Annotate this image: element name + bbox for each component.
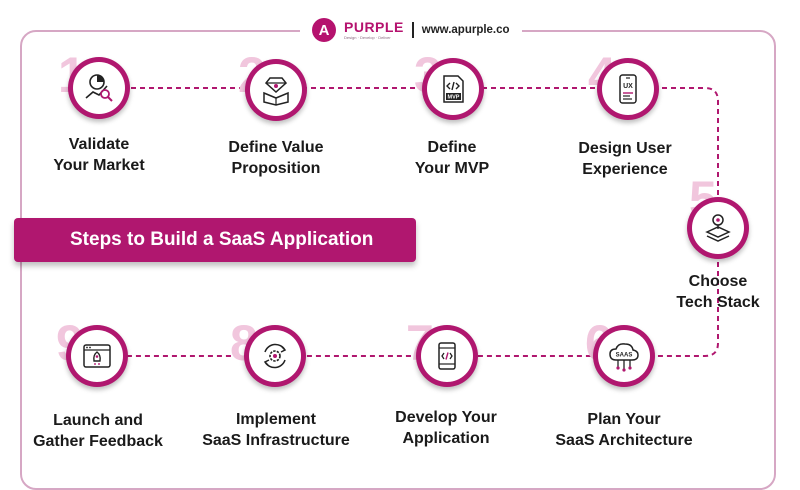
step-2-label-line1: Define Value — [228, 139, 324, 156]
step-9-label: Launch and Gather Feedback — [8, 410, 188, 452]
brand-header: A PURPLE Design · Develop · Deliver www.… — [300, 14, 522, 46]
step-4-label-line1: Design User — [578, 140, 672, 157]
step-5-label: Choose Tech Stack — [628, 271, 800, 313]
step-6-label-line1: Plan Your — [587, 411, 661, 428]
step-4-label-line2: Experience — [582, 161, 668, 178]
step-2-label-line2: Proposition — [231, 160, 321, 177]
title-banner: Steps to Build a SaaS Application — [14, 218, 416, 262]
step-5-label-line1: Choose — [688, 273, 748, 290]
step-9-label-line1: Launch and — [53, 412, 143, 429]
diamond-box-icon — [263, 77, 289, 106]
mvp-icon-text: MVP — [448, 95, 460, 101]
header-divider — [411, 22, 414, 38]
brand-logo-text: PURPLE Design · Develop · Deliver — [344, 20, 404, 40]
step-3-label-line1: Define — [427, 139, 477, 156]
step-7-badge — [416, 325, 478, 387]
step-4-label: Design User Experience — [535, 138, 715, 180]
step-3-label-line2: Your MVP — [414, 160, 490, 177]
brand-tagline: Design · Develop · Deliver — [344, 35, 391, 40]
step-9-badge — [66, 325, 128, 387]
page-title: Steps to Build a SaaS Application — [70, 229, 374, 250]
step-9-label-line2: Gather Feedback — [33, 433, 163, 450]
brand-logo-icon: A — [312, 18, 336, 42]
step-4-badge: UX — [597, 58, 659, 120]
market-analysis-icon — [85, 74, 113, 102]
step-3-label: Define Your MVP — [362, 137, 542, 179]
step-8-badge — [244, 325, 306, 387]
step-7-label-line2: Application — [402, 430, 490, 447]
step-1-label-line1: Validate — [68, 136, 130, 153]
step-6-badge: SAAS — [593, 325, 655, 387]
gear-cycle-icon — [263, 343, 287, 369]
step-6-label: Plan Your SaaS Architecture — [534, 409, 714, 451]
step-7-label: Develop Your Application — [356, 407, 536, 449]
ux-icon-text: UX — [623, 83, 633, 90]
code-device-icon — [438, 342, 456, 370]
step-2-label: Define Value Proposition — [186, 137, 366, 179]
brand-url[interactable]: www.apurple.co — [421, 24, 510, 36]
step-5-badge — [687, 197, 749, 259]
step-8-label: Implement SaaS Infrastructure — [186, 409, 366, 451]
ux-mobile-icon: UX — [619, 74, 637, 104]
step-1-label-line2: Your Market — [53, 157, 145, 174]
step-8-label-line2: SaaS Infrastructure — [202, 432, 350, 449]
step-7-label-line1: Develop Your — [395, 409, 497, 426]
rocket-browser-icon — [83, 344, 111, 368]
step-5-label-line2: Tech Stack — [676, 294, 760, 311]
step-6-label-line2: SaaS Architecture — [555, 432, 693, 449]
brand-name: PURPLE — [344, 19, 404, 35]
saas-cloud-icon: SAAS — [609, 343, 639, 372]
layers-stack-icon — [705, 214, 731, 242]
step-1-badge — [68, 57, 130, 119]
step-1-label: Validate Your Market — [9, 134, 189, 176]
step-3-badge: MVP — [422, 58, 484, 120]
step-8-label-line1: Implement — [235, 411, 316, 428]
step-2-badge — [245, 59, 307, 121]
mvp-file-icon: MVP — [443, 75, 464, 103]
saas-icon-text: SAAS — [616, 353, 633, 359]
